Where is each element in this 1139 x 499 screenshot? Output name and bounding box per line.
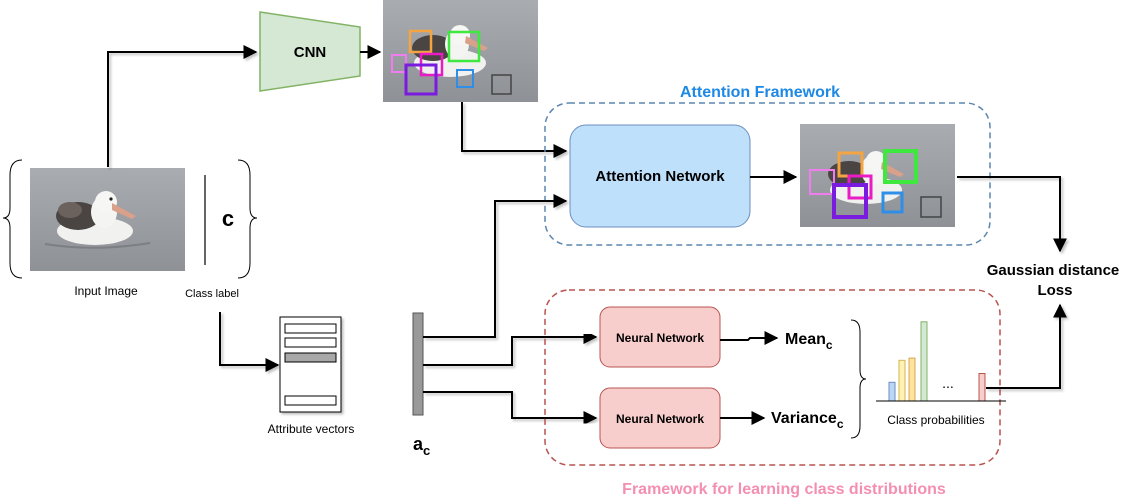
attention-framework-title: Attention Framework (680, 84, 840, 101)
distribution-brace (850, 319, 867, 439)
class-probability-bar (908, 357, 916, 402)
arrow-ac-to-nn2 (423, 391, 598, 425)
arrow-input-to-cnn (107, 45, 258, 167)
bbox-green (447, 30, 481, 63)
gaussian-loss-line2: Loss (1037, 282, 1072, 299)
bbox-blue-attended (881, 191, 904, 214)
arrow-ac-to-nn1 (423, 330, 598, 366)
class-probabilities-chart (888, 321, 986, 402)
bbox-green-attended (883, 149, 918, 184)
class-probability-bar (978, 373, 986, 402)
bbox-purple-attended (832, 183, 868, 219)
albatross-illustration (44, 191, 151, 249)
bbox-pink-attended (809, 169, 835, 195)
class-probability-bar (920, 321, 928, 402)
gaussian-loss-line1: Gaussian distance (987, 262, 1120, 279)
neural-network-label-2: Neural Network (616, 412, 704, 426)
class-label: Class label (185, 288, 239, 300)
bbox-gray (491, 74, 512, 95)
attribute-vectors-label: Attribute vectors (268, 422, 355, 436)
attention-framework-container (544, 102, 991, 246)
ac-vector (412, 312, 424, 416)
class-probability-bar (888, 381, 896, 402)
attention-network-label: Attention Network (595, 168, 725, 185)
bbox-orange (408, 29, 433, 54)
arrow-features-to-attention (461, 102, 568, 158)
input-image (30, 168, 185, 271)
bbox-purple (404, 63, 438, 96)
arrow-probabilities-to-loss (986, 303, 1067, 389)
bbox-gray-attended (920, 196, 942, 218)
arrow-ac-to-attention (423, 194, 568, 338)
class-symbol: c (222, 206, 234, 231)
cnn-label: CNN (294, 44, 327, 61)
variance-label: Variancec (771, 410, 844, 431)
attribute-vectors-block (279, 316, 342, 413)
input-image-label: Input Image (74, 284, 138, 298)
attention-output-image (800, 124, 955, 227)
right-brace (237, 159, 258, 279)
class-probability-bar (898, 359, 906, 402)
arrow-attention-to-loss (957, 176, 1067, 253)
arrow-class-to-attributes (219, 312, 280, 372)
distribution-framework-title: Framework for learning class distributio… (622, 481, 946, 498)
arrow-nn1-to-mean (720, 331, 779, 345)
neural-network-label-1: Neural Network (616, 331, 704, 345)
ac-label: ac (413, 434, 430, 458)
mean-label: Meanc (785, 331, 833, 352)
class-probabilities-label: Class probabilities (887, 413, 984, 427)
distribution-framework-container (544, 289, 1001, 466)
neural-network-block-1 (599, 306, 721, 368)
class-probabilities-ellipsis: ... (942, 375, 954, 391)
left-brace (2, 159, 23, 279)
cnn-block (259, 11, 361, 92)
cnn-feature-image (383, 0, 538, 102)
bbox-blue (456, 69, 474, 88)
